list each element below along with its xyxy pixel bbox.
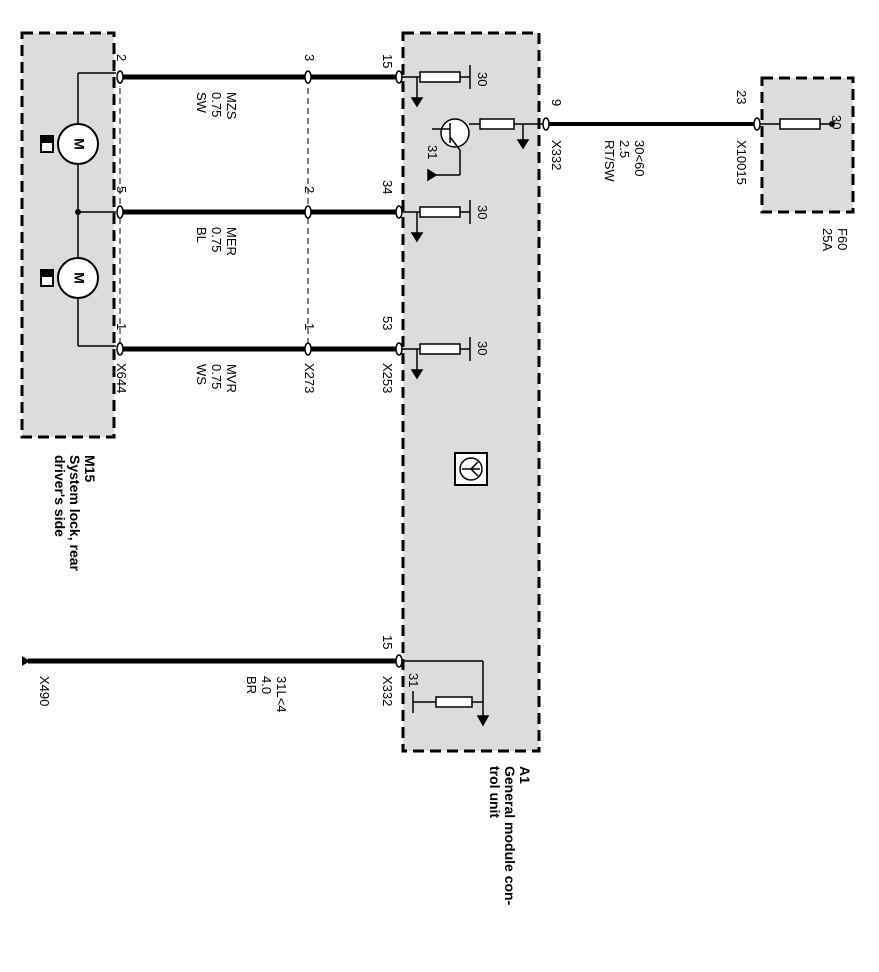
transistor-resistor	[479, 118, 545, 150]
m15-module: M M	[20, 31, 116, 439]
pin-a1-34: 34	[380, 180, 395, 194]
wire-mer-size: 0.75	[209, 227, 224, 252]
wire-mer-name: MER	[224, 227, 239, 256]
pin-a1-ground-15: 15	[380, 635, 395, 649]
a1-ground-circuit	[400, 660, 490, 727]
connector-x644: X644	[114, 363, 129, 393]
pin-x273-3: 3	[302, 54, 317, 61]
a1-id: A1	[517, 766, 533, 784]
wire-supply-name: 30<60	[632, 140, 647, 177]
a1-module-symbol	[454, 452, 488, 486]
connector-x490: X490	[37, 676, 52, 706]
wire-mvr-size: 0.75	[209, 364, 224, 389]
m15-name-line2: driver's side	[52, 455, 68, 537]
wire-mzs-size: 0.75	[209, 92, 224, 117]
pin-a1-53: 53	[380, 316, 395, 330]
connector-x332-bottom: X332	[380, 676, 395, 706]
term-30-fuse: 30	[829, 115, 844, 129]
connector-x273: X273	[302, 363, 317, 393]
m15-id: M15	[82, 455, 98, 482]
term-31-ground: 31	[406, 673, 421, 687]
connector-x10015: X10015	[734, 140, 749, 185]
wire-mzs-name: MZS	[224, 92, 239, 120]
pin-a1-9: 9	[549, 99, 564, 106]
motor-upper: M	[40, 123, 99, 165]
a1-name-line2: trol unit	[487, 766, 503, 818]
pin-x273-2: 2	[302, 186, 317, 193]
wire-ground-size: 4.0	[259, 676, 274, 694]
term-31-transistor: 31	[425, 145, 440, 159]
a1-name-line1: General module con-	[502, 766, 518, 906]
f60-rating: 25A	[820, 228, 835, 251]
a1-output-arrows	[410, 77, 424, 380]
pin-m15-1: 1	[114, 323, 129, 330]
pin-x273-1: 1	[302, 323, 317, 330]
wire-ground-name: 31L<4	[274, 676, 289, 713]
connector-ends	[116, 70, 761, 668]
wires	[28, 74, 756, 664]
term-30-1: 30	[475, 72, 490, 86]
wire-mvr-color: WS	[194, 364, 209, 385]
f60-id: F60	[835, 228, 850, 250]
transistor-symbol	[427, 118, 480, 182]
ground-x490-terminal	[22, 656, 30, 666]
pin-m15-2: 2	[114, 54, 129, 61]
wire-mvr-name: MVR	[224, 364, 239, 393]
motor-upper-label: M	[71, 138, 87, 150]
pin-a1-15: 15	[380, 54, 395, 68]
wire-ground-color: BR	[244, 676, 259, 694]
a1-module	[399, 31, 545, 753]
wire-mer-color: BL	[194, 227, 209, 243]
motor-lower-label: M	[71, 272, 87, 284]
wire-mzs-color: SW	[194, 92, 209, 114]
wire-supply-size: 2.5	[617, 140, 632, 158]
term-30-2: 30	[475, 205, 490, 219]
f60-fuse-box	[758, 76, 855, 214]
term-30-3: 30	[475, 341, 490, 355]
m15-name-line1: System lock, rear	[67, 455, 83, 572]
motor-lower: M	[40, 257, 99, 299]
pin-m15-5: 5	[114, 186, 129, 193]
connector-x253: X253	[380, 363, 395, 393]
fuse-element	[779, 118, 821, 130]
connector-x332-top: X332	[549, 140, 564, 170]
pin-x10015-23: 23	[734, 90, 749, 104]
wire-supply-color: RT/SW	[602, 140, 617, 182]
